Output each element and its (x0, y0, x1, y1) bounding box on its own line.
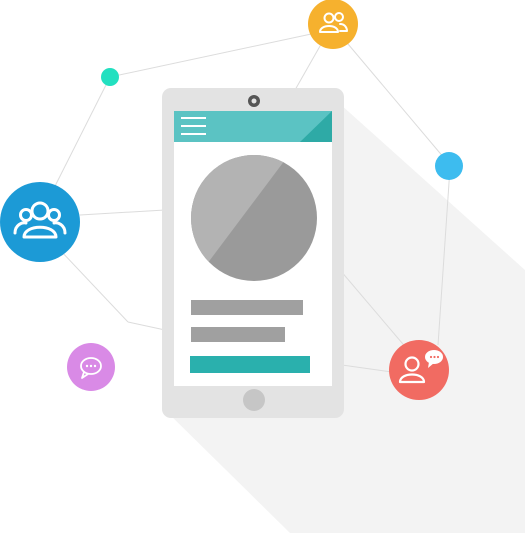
phone-long-shadow (165, 95, 525, 533)
profile-avatar (191, 155, 317, 281)
network-lines (47, 24, 451, 373)
camera-lens (251, 98, 257, 104)
home-button[interactable] (243, 389, 265, 411)
node-chat-purple[interactable] (67, 343, 115, 391)
node-user-chat[interactable] (389, 340, 449, 400)
group-users-icon (319, 12, 348, 33)
node-dot-sky (435, 152, 463, 180)
network-line (47, 76, 111, 201)
network-line (437, 167, 451, 346)
network-line (79, 209, 166, 216)
network-line (341, 364, 393, 373)
network-line (331, 24, 451, 166)
cta-button[interactable] (190, 356, 310, 373)
node-dot-teal (101, 68, 119, 86)
hamburger-menu-icon[interactable] (181, 117, 206, 135)
network-line (339, 269, 409, 351)
network-line (127, 321, 166, 331)
user-chat-icon (398, 350, 443, 384)
smartphone (162, 88, 344, 418)
app-header-corner (300, 111, 332, 142)
network-line (109, 29, 331, 78)
network-line (59, 249, 129, 323)
text-placeholder-line (191, 300, 303, 315)
node-group-orange[interactable] (308, 0, 358, 49)
chat-bubble-icon (80, 357, 102, 379)
text-placeholder-line (191, 327, 285, 342)
node-group-blue[interactable] (0, 182, 80, 262)
group-users-icon (13, 201, 67, 239)
